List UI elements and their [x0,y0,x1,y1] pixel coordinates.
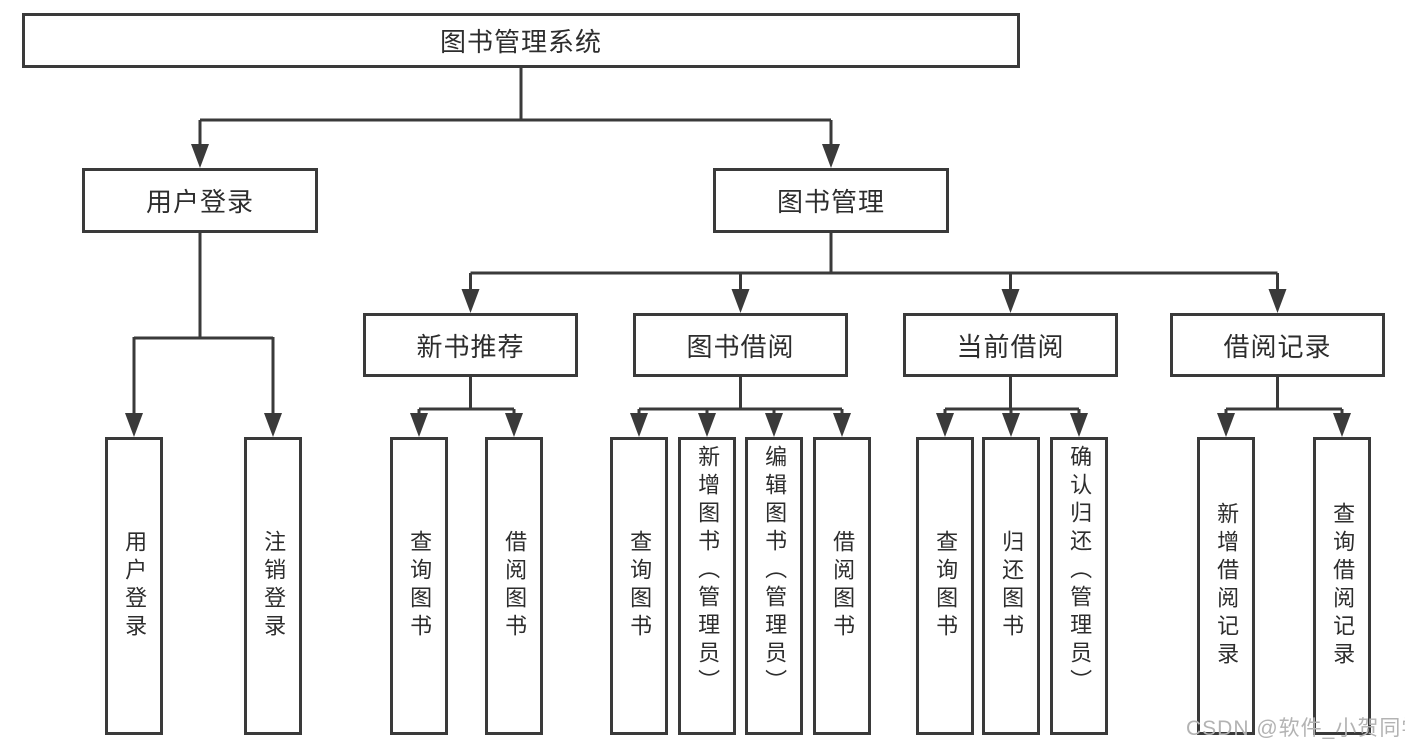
leaf-confirm-return-admin-label: 确认归还（管理员） [1067,445,1093,697]
leaf-user-login: 用户登录 [105,437,163,735]
leaf-add-borrow-record-label: 新增借阅记录 [1214,502,1240,670]
leaf-add-book-admin: 新增图书（管理员） [678,437,736,735]
leaf-user-login-label: 用户登录 [122,530,148,642]
node-borrow-records-label: 借阅记录 [1223,331,1332,362]
node-library-system: 图书管理系统 [22,13,1020,68]
leaf-add-borrow-record: 新增借阅记录 [1197,437,1255,735]
leaf-query-books-borrow-label: 查询图书 [627,530,653,642]
leaf-query-books-recommend-label: 查询图书 [407,530,433,642]
leaf-borrow-books-recommend: 借阅图书 [485,437,543,735]
leaf-query-borrow-record: 查询借阅记录 [1313,437,1371,735]
node-new-book-recommend: 新书推荐 [363,313,578,377]
node-borrow-records: 借阅记录 [1170,313,1385,377]
leaf-edit-book-admin-label: 编辑图书（管理员） [762,445,788,697]
node-library-system-label: 图书管理系统 [439,27,602,57]
node-book-management-label: 图书管理 [776,187,885,217]
leaf-edit-book-admin: 编辑图书（管理员） [745,437,803,735]
leaf-query-books-current: 查询图书 [916,437,974,735]
node-current-borrow-label: 当前借阅 [956,331,1065,362]
node-current-borrow: 当前借阅 [903,313,1118,377]
leaf-confirm-return-admin: 确认归还（管理员） [1050,437,1108,735]
leaf-query-books-current-label: 查询图书 [933,530,959,642]
leaf-query-books-recommend: 查询图书 [390,437,448,735]
leaf-add-book-admin-label: 新增图书（管理员） [695,445,721,697]
leaf-logout-label: 注销登录 [261,530,287,642]
csdn-watermark: CSDN @软件_小贺同学 [1186,717,1405,740]
node-user-login-label: 用户登录 [145,187,254,217]
leaf-return-book-label: 归还图书 [999,530,1025,642]
node-book-borrow-label: 图书借阅 [686,331,795,362]
node-new-book-recommend-label: 新书推荐 [416,331,525,362]
leaf-return-book: 归还图书 [982,437,1040,735]
node-user-login: 用户登录 [82,168,318,233]
leaf-borrow-books-recommend-label: 借阅图书 [502,530,528,642]
leaf-borrow-books: 借阅图书 [813,437,871,735]
leaf-borrow-books-label: 借阅图书 [830,530,856,642]
leaf-query-books-borrow: 查询图书 [610,437,668,735]
node-book-borrow: 图书借阅 [633,313,848,377]
node-book-management: 图书管理 [713,168,949,233]
leaf-logout: 注销登录 [244,437,302,735]
leaf-query-borrow-record-label: 查询借阅记录 [1330,502,1356,670]
